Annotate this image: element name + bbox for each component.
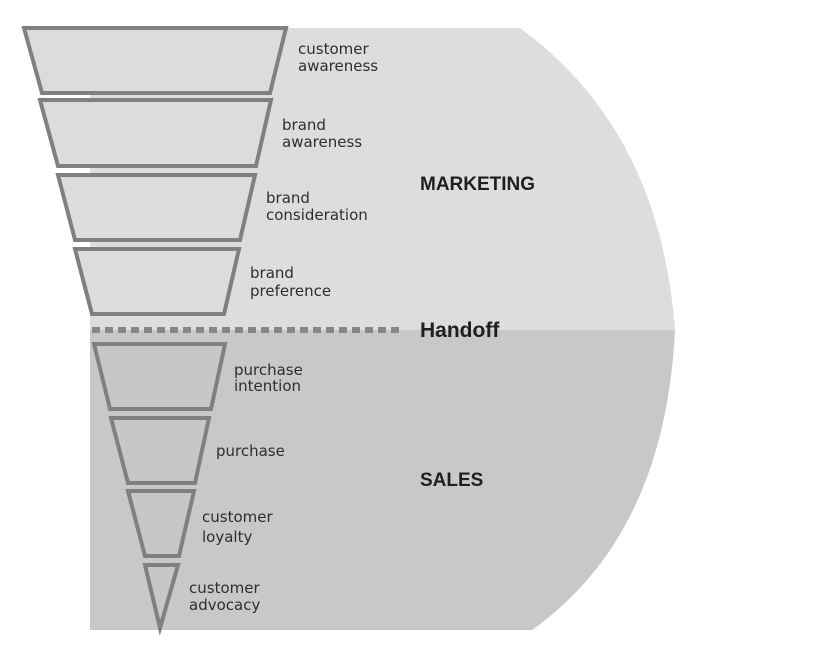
funnel-stage-1-label-line-2: awareness bbox=[298, 57, 378, 75]
funnel-stage-labels: customerawarenessbrandawarenessbrandcons… bbox=[189, 40, 378, 614]
funnel-stage-8-label-line-2: advocacy bbox=[189, 596, 260, 614]
funnel-stage-5-label-line-2: intention bbox=[234, 377, 301, 395]
funnel-stage-5-label-line-1: purchase bbox=[234, 361, 303, 379]
funnel-stage-2-label-line-2: awareness bbox=[282, 133, 362, 151]
funnel-stages bbox=[21, 26, 289, 636]
sales-zone-background bbox=[90, 330, 675, 630]
marketing-label: MARKETING bbox=[420, 174, 535, 195]
funnel-stage-8-label-line-1: customer bbox=[189, 579, 260, 597]
handoff-label: Handoff bbox=[420, 319, 500, 342]
funnel-stage-2-label-line-1: brand bbox=[282, 116, 326, 134]
funnel-stage-6-label-line-1: purchase bbox=[216, 442, 285, 460]
funnel-stage-7-label-line-1: customer bbox=[202, 508, 273, 526]
funnel-stage-1-label-line-1: customer bbox=[298, 40, 369, 58]
funnel-stage-4-label-line-2: preference bbox=[250, 282, 331, 300]
funnel-stage-4 bbox=[72, 247, 242, 316]
funnel-stage-3-label-line-1: brand bbox=[266, 189, 310, 207]
funnel-stage-7 bbox=[125, 489, 197, 558]
funnel-stage-6 bbox=[108, 416, 212, 485]
funnel-stage-3-label-line-2: consideration bbox=[266, 206, 368, 224]
sales-label: SALES bbox=[420, 470, 483, 491]
funnel-stage-8 bbox=[142, 563, 181, 636]
funnel-stage-1 bbox=[21, 26, 289, 95]
funnel-stage-4-label-line-1: brand bbox=[250, 264, 294, 282]
funnel-stage-7-label-line-2: loyalty bbox=[202, 528, 252, 546]
funnel-stage-2 bbox=[37, 98, 274, 168]
funnel-stage-3 bbox=[55, 173, 258, 242]
funnel-stage-5 bbox=[91, 342, 228, 411]
